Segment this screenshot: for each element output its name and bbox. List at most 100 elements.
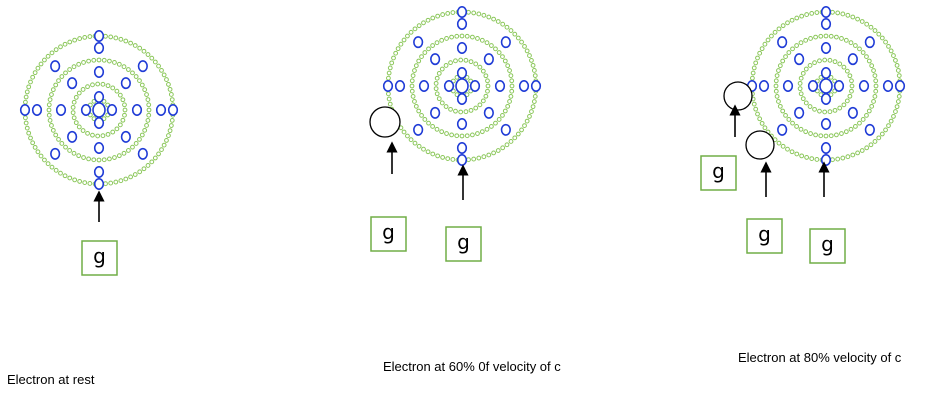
ring-dot	[110, 129, 116, 135]
ring-dot	[439, 66, 445, 72]
ring-dot	[818, 133, 824, 139]
ring-dot	[117, 122, 123, 128]
ring-dot	[458, 109, 464, 115]
orbital-node	[455, 78, 469, 94]
ring-dot	[464, 33, 470, 39]
ring-dot	[145, 118, 151, 123]
ring-dot	[849, 83, 855, 89]
ring-dot	[869, 103, 875, 109]
ring-dot	[422, 117, 428, 122]
svg-text:g: g	[93, 244, 106, 268]
ring-dot	[53, 132, 59, 138]
ring-dot	[53, 167, 59, 173]
orbital-node	[67, 130, 78, 143]
ring-dot	[864, 112, 869, 118]
ring-dot	[894, 62, 900, 68]
ring-dot	[849, 78, 854, 84]
orbital-node	[777, 36, 788, 49]
orbital-node	[819, 78, 833, 94]
ring-dot	[477, 64, 483, 70]
ring-dot	[790, 46, 795, 52]
orbital-node	[500, 123, 511, 136]
ring-dot	[866, 58, 872, 64]
ring-dot	[813, 132, 818, 138]
ring-dot	[56, 78, 61, 84]
photon-circle	[745, 130, 775, 160]
ring-dot	[840, 155, 846, 161]
ring-dot	[509, 88, 515, 94]
ring-dot	[96, 157, 102, 163]
ring-dot	[823, 33, 829, 39]
ring-dot	[85, 84, 90, 90]
ring-dot	[869, 63, 875, 69]
ring-dot	[96, 57, 102, 63]
ring-dot	[852, 43, 858, 48]
ring-dot	[786, 117, 792, 122]
ring-dot	[834, 132, 839, 138]
ring-dot	[484, 126, 490, 132]
ring-dot	[507, 68, 512, 73]
orbital-node	[500, 36, 511, 49]
ring-dot	[799, 153, 805, 159]
orbital-node	[93, 41, 105, 54]
ring-dot	[488, 43, 494, 48]
ring-dot	[425, 17, 431, 23]
ring-dot	[38, 153, 44, 159]
orbital-node	[80, 104, 92, 117]
ring-dot	[883, 127, 888, 133]
ring-dot	[508, 139, 514, 144]
ring-dot	[480, 98, 486, 104]
ring-dot	[873, 88, 879, 94]
ring-dot	[409, 88, 415, 94]
ring-dot	[527, 114, 532, 119]
ring-dot	[105, 83, 111, 89]
ring-dot	[857, 120, 862, 126]
ring-dot	[113, 179, 119, 185]
ring-dot	[81, 60, 86, 65]
ring-dot	[480, 68, 486, 74]
ring-dot	[440, 155, 446, 160]
ring-dot	[873, 78, 879, 84]
ring-dot	[524, 48, 530, 54]
ring-dot	[117, 92, 123, 98]
ring-dot	[837, 105, 843, 111]
ring-dot	[53, 47, 59, 53]
ring-dot	[895, 99, 901, 104]
ring-dot	[125, 148, 131, 153]
ring-dot	[101, 57, 107, 63]
ring-dot	[776, 99, 781, 104]
ring-dot	[798, 75, 804, 81]
ring-dot	[532, 94, 538, 99]
ring-dot	[168, 92, 174, 97]
ring-dot	[495, 148, 501, 153]
ring-dot	[808, 36, 813, 41]
ring-dot	[491, 150, 497, 156]
ring-dot	[476, 155, 482, 161]
ring-dot	[479, 129, 485, 135]
ring-dot	[159, 67, 164, 73]
panel-electron-at-rest: g Electron at rest	[7, 29, 179, 387]
ring-dot	[522, 43, 527, 49]
ring-dot	[896, 73, 902, 78]
ring-dot	[777, 103, 783, 109]
ring-dot	[77, 179, 83, 184]
ring-dot	[38, 61, 44, 67]
ring-dot	[822, 109, 828, 115]
ring-dot	[893, 58, 898, 63]
ring-dot	[72, 37, 78, 43]
orbital-node	[50, 147, 61, 160]
ring-dot	[23, 115, 28, 121]
orbital-node	[456, 41, 468, 54]
orbital-node	[758, 80, 770, 93]
ring-dot	[830, 157, 835, 163]
ring-dot	[387, 65, 393, 71]
ring-dot	[780, 143, 786, 149]
ring-dot	[166, 133, 171, 138]
ring-dot	[103, 33, 108, 39]
svg-text:g: g	[758, 222, 771, 246]
orbital-node	[456, 154, 468, 167]
ring-dot	[751, 101, 757, 107]
ring-dot	[107, 156, 112, 162]
ring-dot	[45, 53, 51, 59]
orbital-node	[777, 123, 788, 136]
